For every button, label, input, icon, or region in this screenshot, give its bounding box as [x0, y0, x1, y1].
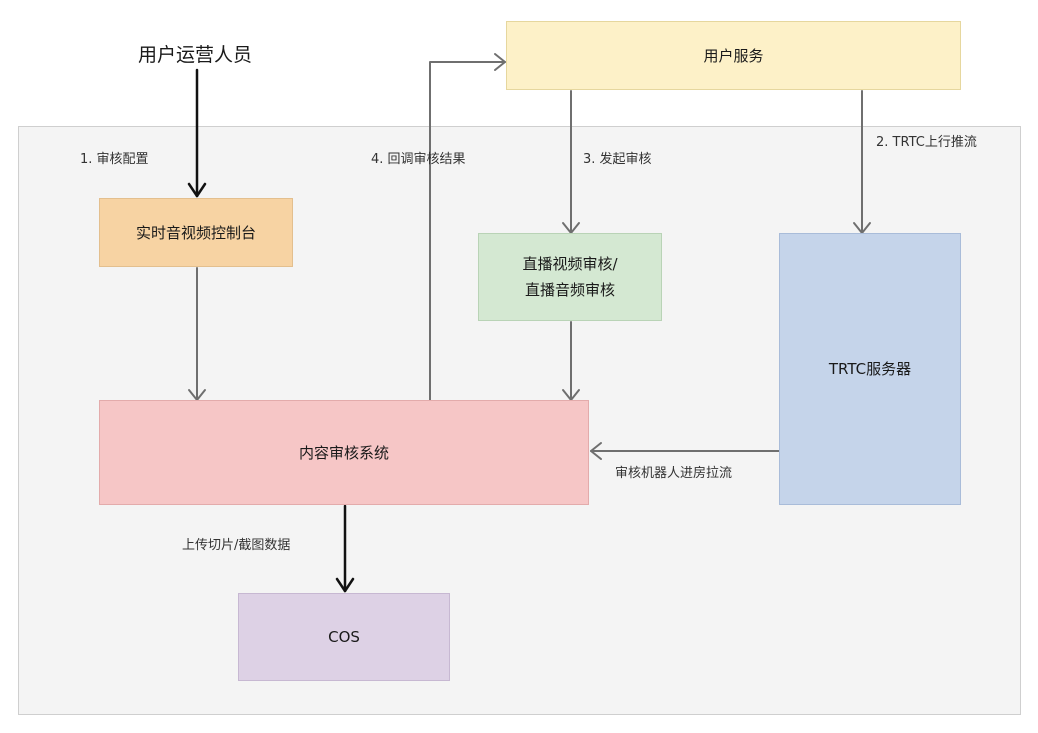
edge-label-trtc-push: 2. TRTC上行推流: [876, 135, 977, 150]
node-live-review: 直播视频审核/ 直播音频审核: [478, 233, 662, 321]
node-live-review-label-line2: 直播音频审核: [524, 281, 615, 299]
node-trtc-server-label: TRTC服务器: [828, 360, 912, 378]
edge-actor-to-console: [187, 68, 207, 198]
node-trtc-console: 实时音视频控制台: [99, 198, 293, 267]
edge-moderation-to-cos: [335, 504, 355, 593]
edge-trtc-to-moderation: [590, 442, 780, 460]
actor-operator: 用户运营人员: [137, 44, 252, 66]
edge-user-service-to-review: [562, 90, 580, 234]
node-content-moderation: 内容审核系统: [99, 400, 589, 505]
edge-callback-to-user-service: [429, 53, 506, 401]
node-user-service-label: 用户服务: [703, 46, 764, 65]
node-user-service: 用户服务: [506, 21, 961, 90]
edge-review-to-moderation: [562, 321, 580, 401]
edge-label-start-review: 3. 发起审核: [583, 152, 652, 167]
node-live-review-label-line1: 直播视频审核/: [522, 255, 618, 273]
edge-user-service-to-trtc: [853, 90, 871, 234]
edge-label-review-config: 1. 审核配置: [80, 152, 149, 167]
edge-label-upload: 上传切片/截图数据: [182, 538, 291, 553]
node-trtc-console-label: 实时音视频控制台: [135, 223, 256, 242]
edge-console-to-moderation: [188, 267, 206, 401]
node-cos-label: COS: [328, 628, 360, 646]
edge-label-bot-pull: 审核机器人进房拉流: [615, 466, 733, 481]
node-cos: COS: [238, 593, 450, 681]
edge-label-callback: 4. 回调审核结果: [371, 152, 466, 167]
node-content-moderation-label: 内容审核系统: [298, 443, 389, 462]
node-trtc-server: TRTC服务器: [779, 233, 961, 505]
